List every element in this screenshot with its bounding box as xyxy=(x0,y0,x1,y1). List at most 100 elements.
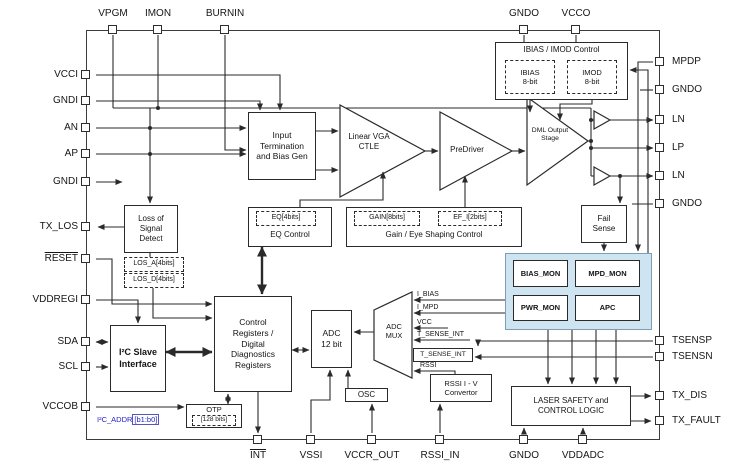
pin-lp xyxy=(655,143,664,152)
junction-dot xyxy=(618,174,622,178)
los-d-register: LOS_D[4bits] xyxy=(124,273,184,288)
pin-ln1 xyxy=(655,115,664,124)
pin-label-gndi-1: GNDI xyxy=(53,95,78,106)
output-buffer-2 xyxy=(593,165,612,187)
adc-mux-shape xyxy=(373,291,413,379)
dml-output-label: DML Output Stage xyxy=(531,127,569,143)
pin-label-tsensp: TSENSP xyxy=(672,335,713,346)
fail-sense-block: Fail Sense xyxy=(581,205,627,243)
ibias-register: IBIAS 8-bit xyxy=(505,60,555,94)
predriver-triangle xyxy=(439,110,514,192)
pin-gndo-r1 xyxy=(655,85,664,94)
apc-block: APC xyxy=(575,295,640,321)
pin-ap xyxy=(81,149,90,158)
wire-vssi xyxy=(310,369,333,433)
ibias-imod-control-title: IBIAS / IMOD Control xyxy=(523,45,600,54)
vga-label: Linear VGA CTLE xyxy=(348,132,390,151)
pin-label-vddregi: VDDREGI xyxy=(32,294,78,305)
pin-label-ln2: LN xyxy=(672,170,685,181)
output-buffer-1 xyxy=(593,109,612,131)
mpd-mon-block: MPD_MON xyxy=(575,260,640,287)
pin-vcci xyxy=(81,70,90,79)
pin-vddregi xyxy=(81,295,90,304)
loss-of-signal-block: Loss of Signal Detect xyxy=(124,205,178,253)
pin-label-burnin: BURNIN xyxy=(205,8,245,19)
pin-tsensn xyxy=(655,352,664,361)
pin-label-gndo-b: GNDO xyxy=(509,450,539,461)
pin-label-vccr-out: VCCR_OUT xyxy=(344,450,400,461)
pin-gndi-1 xyxy=(81,96,90,105)
eq-bits-register: EQ[4bits] xyxy=(256,211,316,226)
pin-label-vccob: VCCOB xyxy=(42,401,78,412)
pin-label-vpgm: VPGM xyxy=(98,8,128,19)
pin-label-mpdp: MPDP xyxy=(672,56,701,67)
pin-label-an: AN xyxy=(64,122,78,133)
signal-rssi: RSSI xyxy=(420,362,437,369)
pin-label-imon: IMON xyxy=(144,8,172,19)
pin-an xyxy=(81,123,90,132)
gain-bits-register: GAIN[8bits] xyxy=(354,211,420,226)
pin-gndi-2 xyxy=(81,177,90,186)
control-registers-block: Control Registers / Digital Diagnostics … xyxy=(214,296,292,392)
pin-burnin xyxy=(220,25,229,34)
wire-reset xyxy=(96,258,213,307)
pin-vccr-out xyxy=(367,435,376,444)
rssi-iv-convertor-block: RSSI I - V Convertor xyxy=(430,374,492,402)
pin-sda xyxy=(81,337,90,346)
ef-bits-register: EF_I[2bits] xyxy=(438,211,502,226)
pin-gndo-r2 xyxy=(655,199,664,208)
pin-label-gndi-2: GNDI xyxy=(53,176,78,187)
pin-int xyxy=(253,435,262,444)
pin-label-gndo-r1: GNDO xyxy=(672,84,702,95)
signal-vcc: VCC xyxy=(417,319,432,326)
junction-dot xyxy=(589,118,593,122)
wire-losd-ctrl xyxy=(152,288,213,321)
otp-bits-register: [128 bits] xyxy=(192,415,236,426)
predriver-label: PreDriver xyxy=(450,145,484,154)
imod-register: IMOD 8-bit xyxy=(567,60,617,94)
osc-block: OSC xyxy=(345,388,388,402)
i2c-address-prefix: I²C_ADDR xyxy=(97,415,133,424)
pin-vssi xyxy=(306,435,315,444)
pin-label-vcci: VCCI xyxy=(54,69,78,80)
pin-label-reset: RESET xyxy=(44,253,78,264)
gain-eye-shaping-label: Gain / Eye Shaping Control xyxy=(385,230,483,239)
signal-i-mpd: I_MPD xyxy=(417,304,439,311)
signal-i-bias: I_BIAS xyxy=(417,291,439,298)
pin-label-sda: SDA xyxy=(57,336,78,347)
pin-gndo-top xyxy=(519,25,528,34)
t-sense-int-box: T_SENSE_INT xyxy=(413,348,473,362)
pin-tx-los xyxy=(81,222,90,231)
i2c-slave-block: I²C Slave Interface xyxy=(110,325,166,392)
pin-label-vddadc: VDDADC xyxy=(561,450,605,461)
pin-mpdp xyxy=(655,57,664,66)
pin-tx-fault xyxy=(655,416,664,425)
wire-vddregi xyxy=(96,299,141,324)
eq-control-label: EQ Control xyxy=(270,230,310,239)
pin-label-tsensn: TSENSN xyxy=(672,351,713,362)
signal-t-sense-int: T_SENSE_INT xyxy=(417,331,465,338)
pin-label-ap: AP xyxy=(64,148,78,159)
pin-label-tx-fault: TX_FAULT xyxy=(672,415,721,426)
pin-label-lp: LP xyxy=(672,142,685,153)
pin-reset xyxy=(81,254,90,263)
junction-dot xyxy=(156,106,160,110)
pin-tx-dis xyxy=(655,391,664,400)
i2c-address-label: I²C_ADDR[b1:b0] xyxy=(97,414,160,425)
junction-dot xyxy=(148,126,152,130)
pin-gndo-b xyxy=(519,435,528,444)
input-termination-block: Input Termination and Bias Gen xyxy=(248,112,316,180)
wire-gndi-1 xyxy=(96,100,263,111)
junction-dot xyxy=(148,152,152,156)
los-a-register: LOS_A[4bits] xyxy=(124,257,184,272)
pin-ln2 xyxy=(655,171,664,180)
pin-scl xyxy=(81,362,90,371)
laser-safety-block: LASER SAFETY and CONTROL LOGIC xyxy=(511,386,631,426)
junction-dot xyxy=(589,146,593,150)
pin-vcco-top xyxy=(571,25,580,34)
pin-label-ln1: LN xyxy=(672,114,685,125)
pin-tsensp xyxy=(655,336,664,345)
pin-rssi-in xyxy=(435,435,444,444)
